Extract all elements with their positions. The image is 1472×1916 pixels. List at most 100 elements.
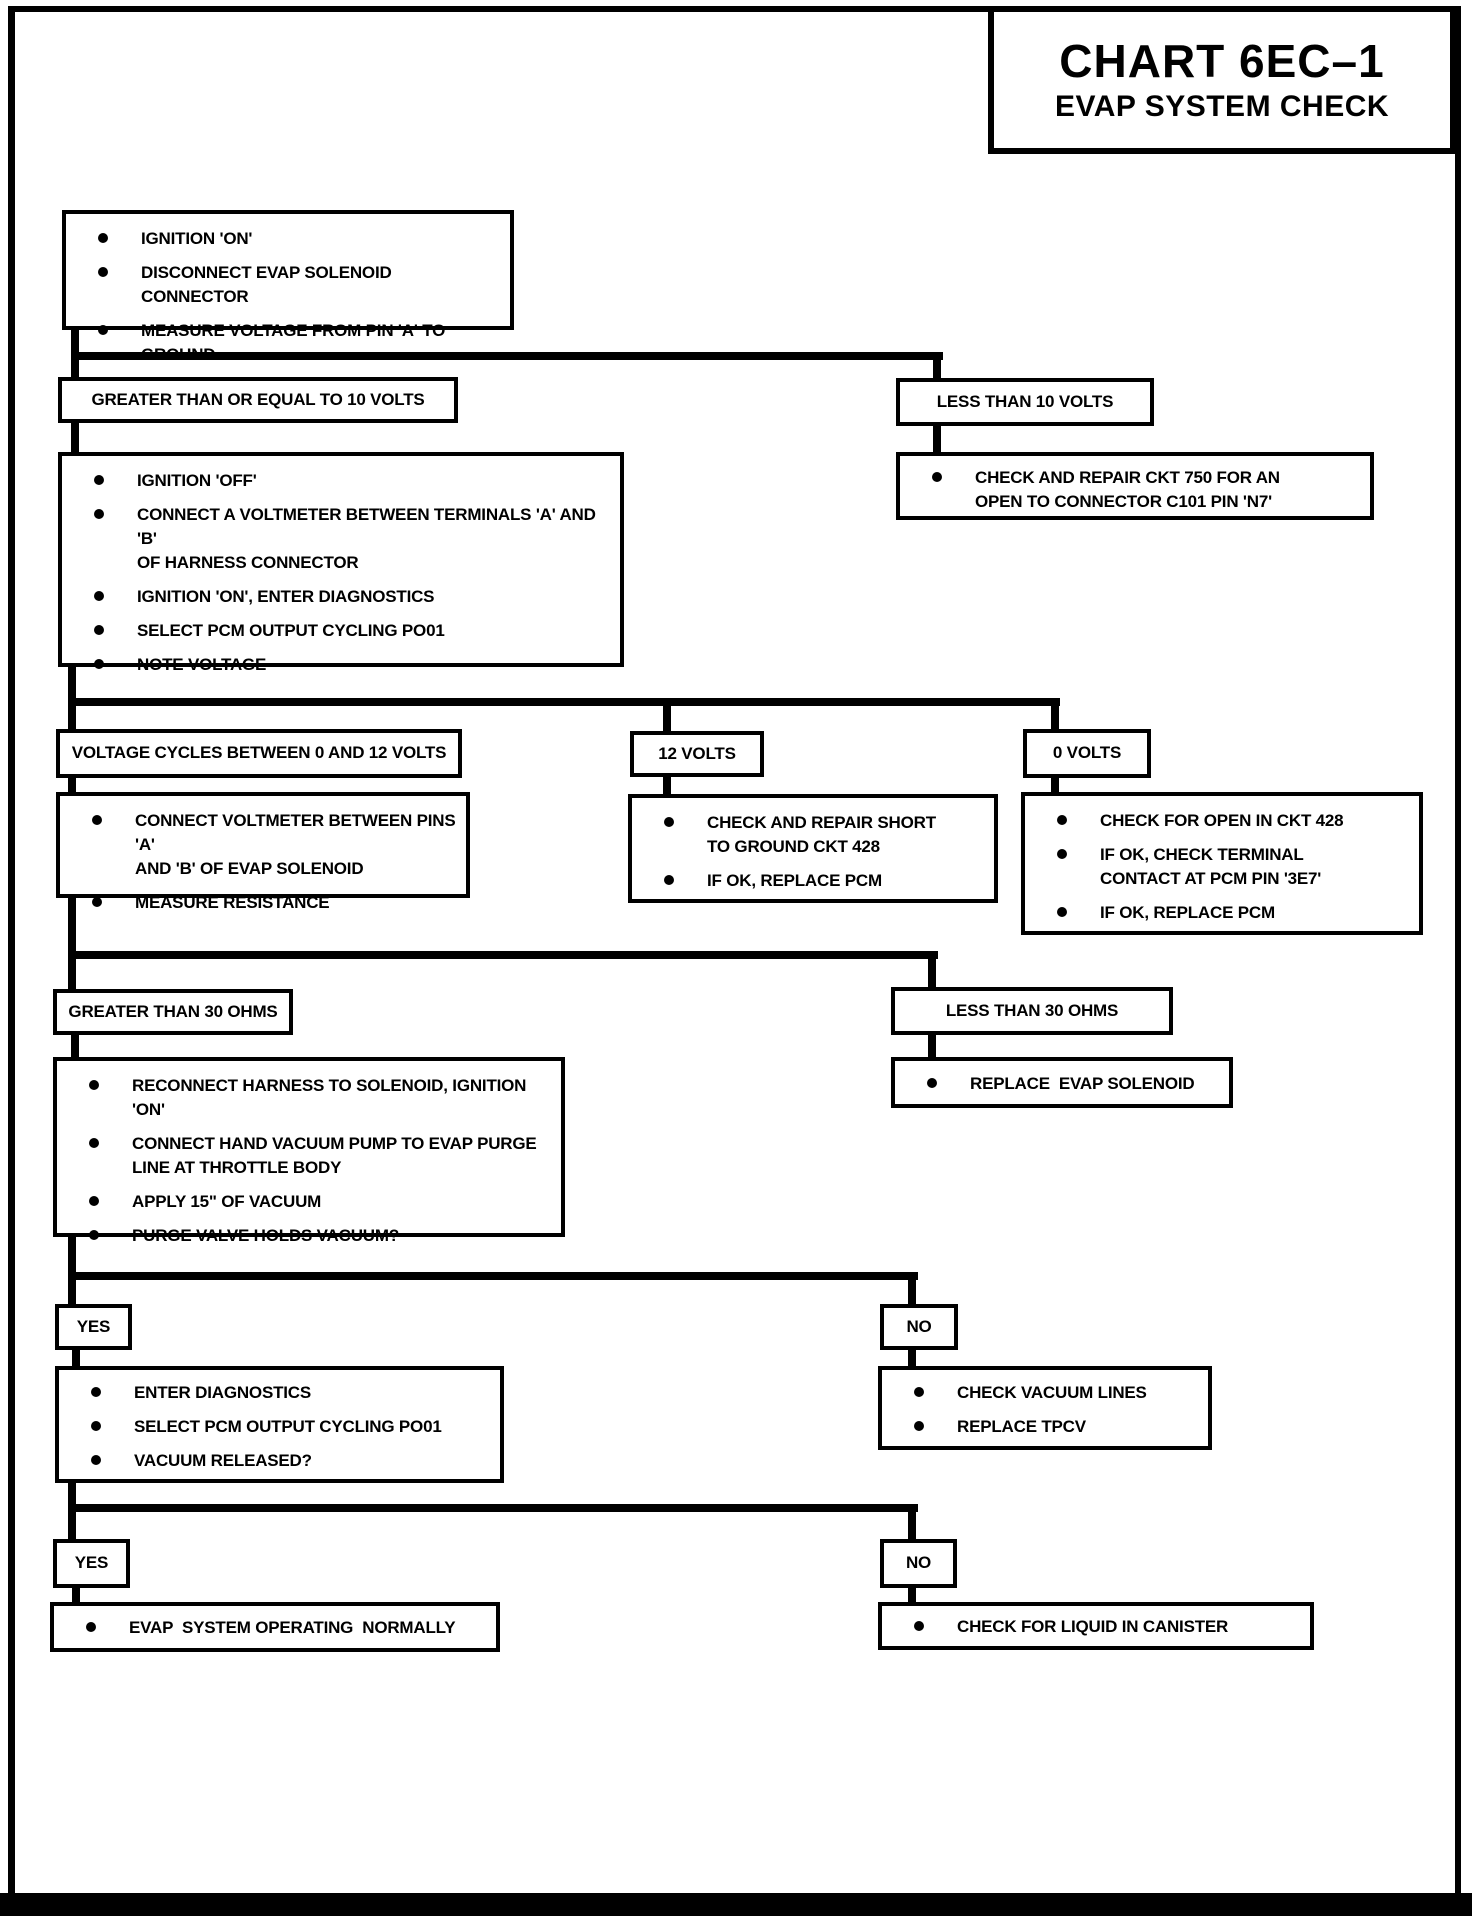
step-text: NOTE VOLTAGE bbox=[137, 655, 267, 674]
bullet-dot-icon bbox=[91, 1455, 101, 1465]
connector bbox=[908, 1349, 916, 1368]
step-text: ENTER DIAGNOSTICS bbox=[134, 1383, 312, 1402]
bullet-dot-icon bbox=[89, 1080, 99, 1090]
page-border-left bbox=[8, 6, 15, 1896]
step-text: SELECT PCM OUTPUT CYCLING PO01 bbox=[137, 621, 445, 640]
flow-box-measure-resistance: CONNECT VOLTMETER BETWEEN PINS 'A' AND '… bbox=[56, 792, 470, 912]
flow-box-voltmeter-test: IGNITION 'OFF' CONNECT A VOLTMETER BETWE… bbox=[58, 452, 624, 674]
bullet-dot-icon bbox=[89, 1196, 99, 1206]
bullet-dot-icon bbox=[86, 1622, 96, 1632]
decision-label: GREATER THAN 30 OHMS bbox=[68, 1001, 278, 1021]
step-text: IGNITION 'OFF' bbox=[137, 471, 257, 490]
step-text: PURGE VALVE HOLDS VACUUM? bbox=[132, 1226, 400, 1245]
step-text: EVAP SYSTEM OPERATING NORMALLY bbox=[129, 1618, 456, 1637]
flow-box-yes-2: YES bbox=[53, 1539, 130, 1588]
bullet-dot-icon bbox=[94, 509, 104, 519]
decision-label: VOLTAGE CYCLES BETWEEN 0 AND 12 VOLTS bbox=[71, 743, 447, 763]
connector bbox=[68, 666, 76, 706]
bullet-dot-icon bbox=[94, 475, 104, 485]
step-text: CONNECT HAND VACUUM PUMP TO EVAP PURGE L… bbox=[132, 1134, 537, 1177]
step-text: IGNITION 'ON', ENTER DIAGNOSTICS bbox=[137, 587, 435, 606]
flow-box-no-2: NO bbox=[880, 1539, 957, 1588]
page-border-right bbox=[1455, 6, 1461, 1896]
connector bbox=[68, 703, 76, 731]
decision-label: GREATER THAN OR EQUAL TO 10 VOLTS bbox=[91, 389, 425, 409]
connector bbox=[68, 1276, 76, 1306]
bullet-dot-icon bbox=[1057, 815, 1067, 825]
connector bbox=[908, 1587, 916, 1604]
step-text: CONNECT VOLTMETER BETWEEN PINS 'A' AND '… bbox=[135, 811, 456, 878]
flow-box-12-volts: 12 VOLTS bbox=[630, 731, 764, 777]
connector bbox=[71, 1034, 79, 1059]
flow-box-0-volts: 0 VOLTS bbox=[1023, 729, 1151, 778]
step-text: VACUUM RELEASED? bbox=[134, 1451, 312, 1470]
decision-label: NO bbox=[905, 1553, 932, 1573]
connector bbox=[68, 955, 76, 991]
flow-box-ge-10-volts: GREATER THAN OR EQUAL TO 10 VOLTS bbox=[58, 377, 458, 423]
step-text: SELECT PCM OUTPUT CYCLING PO01 bbox=[134, 1417, 442, 1436]
bullet-dot-icon bbox=[92, 897, 102, 907]
bullet-dot-icon bbox=[932, 472, 942, 482]
flow-box-replace-evap-solenoid: REPLACE EVAP SOLENOID bbox=[891, 1057, 1233, 1108]
step-text: IGNITION 'ON' bbox=[141, 229, 253, 248]
connector bbox=[68, 1508, 76, 1541]
connector bbox=[908, 1504, 916, 1541]
connector bbox=[933, 425, 941, 454]
bullet-dot-icon bbox=[89, 1230, 99, 1240]
bullet-dot-icon bbox=[92, 815, 102, 825]
connector bbox=[68, 951, 938, 959]
page-border-bottom bbox=[0, 1893, 1472, 1916]
page-border-top bbox=[8, 6, 1458, 12]
decision-label: YES bbox=[76, 1316, 111, 1336]
step-text: CHECK AND REPAIR SHORT TO GROUND CKT 428 bbox=[707, 813, 936, 856]
connector bbox=[71, 352, 943, 360]
flow-box-gt-30-ohms: GREATER THAN 30 OHMS bbox=[53, 989, 293, 1035]
connector bbox=[68, 1482, 76, 1512]
step-text: CONNECT A VOLTMETER BETWEEN TERMINALS 'A… bbox=[137, 505, 596, 572]
bullet-dot-icon bbox=[98, 325, 108, 335]
connector bbox=[68, 698, 1060, 706]
bullet-dot-icon bbox=[89, 1138, 99, 1148]
step-text: CHECK VACUUM LINES bbox=[957, 1383, 1147, 1402]
flow-box-vacuum-released: ENTER DIAGNOSTICS SELECT PCM OUTPUT CYCL… bbox=[55, 1366, 504, 1483]
flow-box-start: IGNITION 'ON' DISCONNECT EVAP SOLENOID C… bbox=[62, 210, 514, 364]
connector bbox=[68, 1236, 76, 1280]
connector bbox=[68, 777, 76, 794]
step-text: REPLACE EVAP SOLENOID bbox=[970, 1074, 1195, 1093]
flow-box-short-ckt-428: CHECK AND REPAIR SHORT TO GROUND CKT 428… bbox=[628, 794, 998, 903]
decision-label: 12 VOLTS bbox=[658, 743, 736, 763]
step-text: CHECK AND REPAIR CKT 750 FOR AN OPEN TO … bbox=[975, 468, 1280, 511]
step-text: REPLACE TPCV bbox=[957, 1417, 1086, 1436]
connector bbox=[1051, 777, 1059, 794]
connector bbox=[933, 352, 941, 380]
bullet-dot-icon bbox=[94, 659, 104, 669]
decision-label: YES bbox=[74, 1553, 109, 1573]
flow-box-lt-30-ohms: LESS THAN 30 OHMS bbox=[891, 987, 1173, 1035]
bullet-dot-icon bbox=[94, 625, 104, 635]
flow-box-check-vacuum-lines: CHECK VACUUM LINES REPLACE TPCV bbox=[878, 1366, 1212, 1450]
flow-box-system-normal: EVAP SYSTEM OPERATING NORMALLY bbox=[50, 1602, 500, 1652]
bullet-dot-icon bbox=[914, 1387, 924, 1397]
chart-subtitle: EVAP SYSTEM CHECK bbox=[1054, 90, 1390, 123]
connector bbox=[663, 776, 671, 796]
connector bbox=[71, 422, 79, 454]
bullet-dot-icon bbox=[664, 817, 674, 827]
connector bbox=[928, 1034, 936, 1059]
bullet-dot-icon bbox=[914, 1421, 924, 1431]
step-text: DISCONNECT EVAP SOLENOID CONNECTOR bbox=[141, 263, 397, 306]
step-text: RECONNECT HARNESS TO SOLENOID, IGNITION … bbox=[132, 1076, 531, 1119]
step-text: CHECK FOR OPEN IN CKT 428 bbox=[1100, 811, 1344, 830]
flow-box-repair-ckt-750: CHECK AND REPAIR CKT 750 FOR AN OPEN TO … bbox=[896, 452, 1374, 520]
flow-box-voltage-cycles: VOLTAGE CYCLES BETWEEN 0 AND 12 VOLTS bbox=[56, 729, 462, 778]
connector bbox=[68, 1504, 918, 1512]
step-text: IF OK, CHECK TERMINAL CONTACT AT PCM PIN… bbox=[1100, 845, 1322, 888]
step-text: CHECK FOR LIQUID IN CANISTER bbox=[957, 1617, 1229, 1636]
bullet-dot-icon bbox=[914, 1621, 924, 1631]
flow-box-lt-10-volts: LESS THAN 10 VOLTS bbox=[896, 378, 1154, 426]
chart-number: CHART 6EC–1 bbox=[1059, 35, 1385, 87]
bullet-dot-icon bbox=[91, 1421, 101, 1431]
decision-label: NO bbox=[906, 1316, 932, 1336]
step-text: MEASURE RESISTANCE bbox=[135, 893, 330, 912]
bullet-dot-icon bbox=[94, 591, 104, 601]
